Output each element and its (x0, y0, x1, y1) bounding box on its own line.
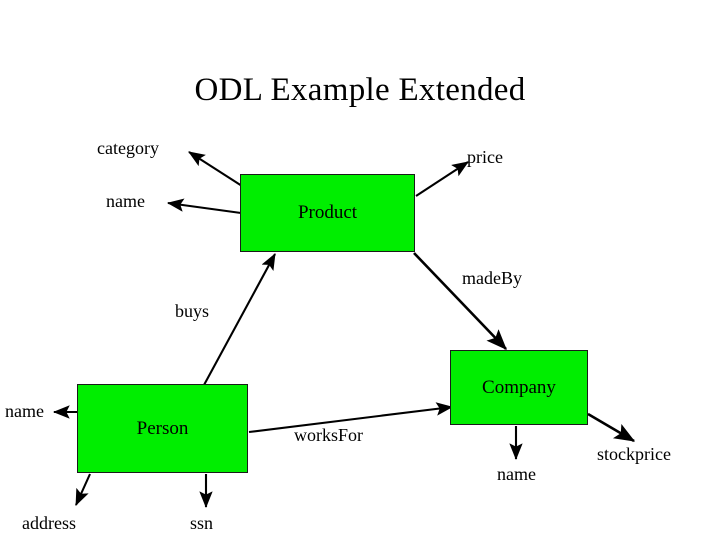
entity-label-product: Product (297, 202, 358, 223)
entity-label-company: Company (482, 376, 556, 398)
arrow-product-name (166, 198, 242, 215)
arrow-product-price (415, 161, 469, 197)
entity-box-company[interactable]: Company (450, 350, 588, 425)
entity-box-person[interactable]: Person (77, 384, 248, 473)
entity-label-person: Person (136, 417, 189, 439)
attribute-label-company-name: name (497, 464, 536, 484)
attribute-label-category: category (97, 138, 159, 158)
entity-box-product[interactable]: Product (240, 174, 415, 252)
attribute-label-stockprice: stockprice (597, 444, 671, 464)
attribute-label-ssn: ssn (190, 513, 214, 533)
arrow-madeby (413, 252, 507, 350)
arrow-company-stockprice (587, 412, 636, 443)
relationship-label-buys: buys (175, 301, 210, 321)
attribute-label-person-name: name (5, 401, 44, 421)
arrow-product-category (188, 151, 243, 187)
arrow-worksfor (248, 402, 454, 434)
attribute-label-address: address (22, 513, 76, 533)
arrow-buys (203, 253, 276, 386)
relationship-label-worksfor: worksFor (294, 425, 364, 445)
attribute-label-product-name: name (106, 191, 145, 211)
page-title: ODL Example Extended (194, 72, 526, 108)
attribute-label-price: price (467, 147, 503, 167)
relationship-label-madeby: madeBy (462, 268, 522, 288)
arrow-person-address (75, 473, 91, 506)
